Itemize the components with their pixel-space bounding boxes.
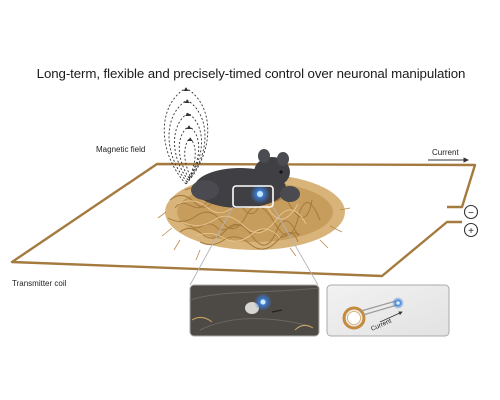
page-title: Long-term, flexible and precisely-timed … <box>36 66 466 81</box>
implant-highlight-box <box>232 185 274 208</box>
inset-mouse-closeup <box>189 284 320 337</box>
transmitter-coil-label: Transmitter coil <box>12 279 67 288</box>
magnetic-field-label: Magnetic field <box>96 145 145 154</box>
implant-glow <box>250 184 270 204</box>
mouse <box>191 149 300 208</box>
plus-terminal: + <box>463 222 479 238</box>
minus-label: − <box>468 208 474 219</box>
inset-implant-device: Current <box>326 284 450 337</box>
plus-label: + <box>468 226 474 237</box>
zoom-guides <box>189 206 319 286</box>
minus-terminal: − <box>463 204 479 220</box>
transmitter-coil <box>10 162 477 278</box>
current-label: Current <box>432 148 459 157</box>
field-arrows <box>183 88 193 141</box>
